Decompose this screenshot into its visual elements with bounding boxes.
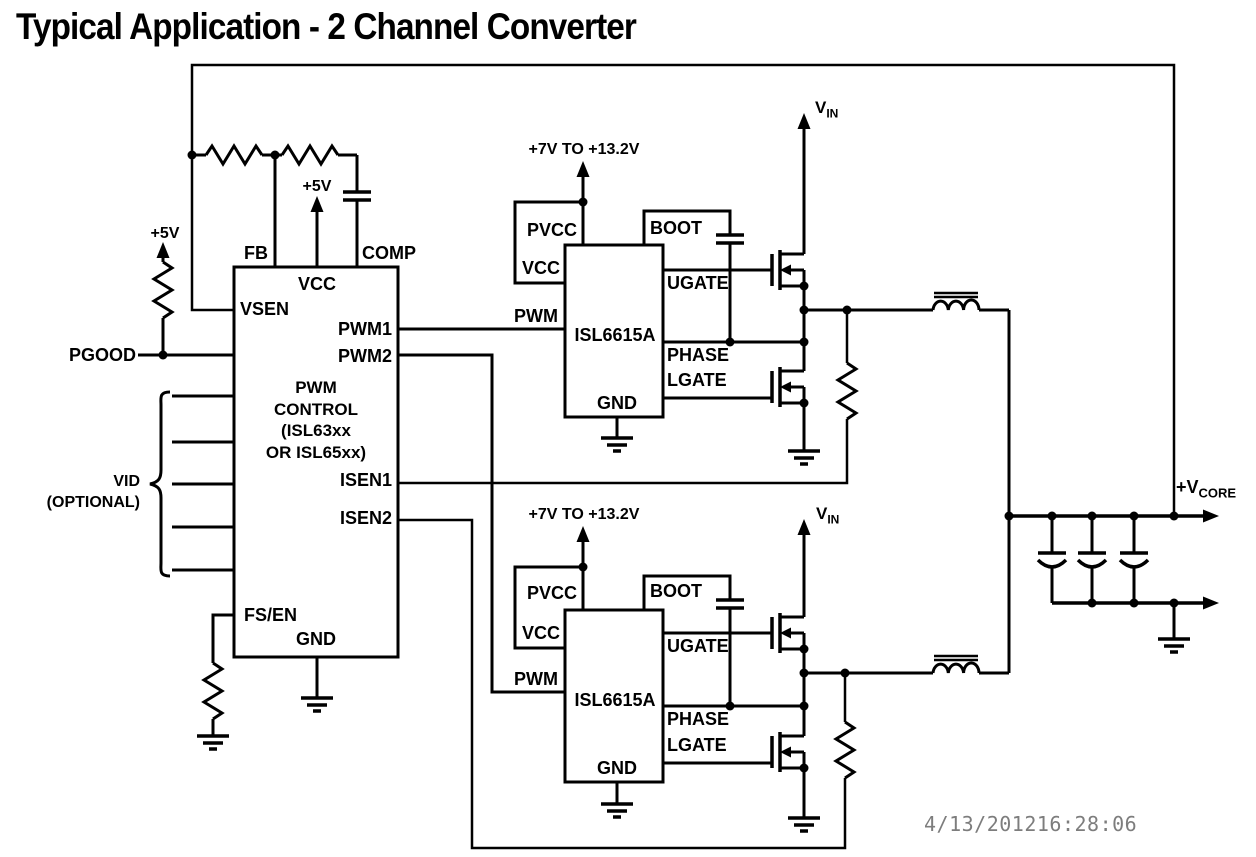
- junction-dots: [158, 150, 1179, 711]
- pin-fsen-label: FS/EN: [244, 605, 298, 625]
- ground-icon: [786, 449, 822, 466]
- inductor-icon: [931, 291, 981, 312]
- resistor-icon: [152, 260, 174, 320]
- resistor-icon: [204, 144, 264, 166]
- arrow-up-icon: [310, 196, 324, 212]
- driver1-block: [563, 243, 665, 419]
- pin-pwm2-label: PWM2: [338, 346, 392, 366]
- channel1-power-stage: [770, 113, 1009, 466]
- mosfet-icon: [770, 365, 811, 410]
- vcore-label: +VCORE: [1176, 477, 1237, 501]
- driver1-gnd-label: GND: [597, 393, 637, 413]
- boot-capacitor-icon: [716, 233, 744, 245]
- output-capacitor-icon: [1076, 514, 1108, 605]
- vin1-label: VIN: [815, 98, 839, 121]
- driver1-vcc-label: VCC: [521, 258, 560, 278]
- vcc-supply-arrow: [310, 196, 324, 267]
- pwm-routing: [398, 327, 565, 694]
- inductor-icon: [931, 654, 981, 675]
- driver2-block: [563, 608, 665, 784]
- resistor-icon: [834, 720, 856, 780]
- output-capacitor-icon: [1118, 514, 1150, 605]
- driver2-name: ISL6615A: [574, 690, 656, 710]
- driver2-lgate-label: LGATE: [667, 735, 727, 755]
- driver2-gnd-label: GND: [597, 758, 637, 778]
- pin-gnd-label: GND: [296, 629, 336, 649]
- controller-name: PWM CONTROL (ISL63xx OR ISL65xx): [265, 378, 367, 462]
- ground-icon: [786, 816, 822, 833]
- output-capacitor-icon: [1036, 514, 1068, 605]
- pin-pwm1-label: PWM1: [338, 319, 392, 339]
- page-title: Typical Application - 2 Channel Converte…: [16, 6, 637, 47]
- driver2-pvcc-label: PVCC: [526, 583, 577, 603]
- vid-label: VID: [113, 473, 140, 490]
- pin-isen1-label: ISEN1: [339, 470, 392, 490]
- pgood-pullup: [138, 242, 234, 357]
- fsen-network: [195, 613, 335, 751]
- driver1-phase-label: PHASE: [667, 345, 730, 365]
- vin-arrow-icon: [797, 113, 811, 129]
- mosfet-icon: [770, 248, 811, 293]
- arrow-up-icon: [576, 161, 590, 177]
- driver2-supply-label: +7V TO +13.2V: [528, 506, 640, 523]
- driver1-name: ISL6615A: [574, 325, 656, 345]
- capacitor-icon: [343, 190, 371, 202]
- driver1-lgate-label: LGATE: [667, 370, 727, 390]
- arrow-right-icon: [1203, 596, 1219, 610]
- pin-fb-label: FB: [244, 243, 268, 263]
- ground-icon: [1156, 637, 1192, 654]
- ground-icon: [599, 802, 635, 819]
- driver2-phase-label: PHASE: [667, 709, 730, 729]
- pullup-5v-label: +5V: [150, 225, 180, 242]
- mosfet-icon: [770, 611, 811, 656]
- arrow-up-icon: [156, 242, 170, 258]
- isen-routing: [398, 310, 858, 850]
- channel2-power-stage: [770, 519, 1009, 833]
- vid-brace: [149, 390, 171, 578]
- driver2-pwm-label: PWM: [514, 669, 558, 689]
- driver1-pvcc-label: PVCC: [526, 220, 577, 240]
- driver1: [513, 161, 804, 453]
- boot-capacitor-icon: [716, 598, 744, 610]
- resistor-icon: [202, 661, 224, 721]
- resistor-icon: [836, 361, 858, 421]
- mosfet-icon: [770, 730, 811, 775]
- ground-icon: [195, 734, 231, 751]
- driver1-pwm-label: PWM: [514, 306, 558, 326]
- vcc-5v-label: +5V: [302, 178, 332, 195]
- driver2-boot-label: BOOT: [650, 581, 702, 601]
- feedback-loop-wires: [190, 63, 1176, 516]
- pgood-label: PGOOD: [68, 345, 136, 365]
- vin2-label: VIN: [816, 504, 840, 527]
- ground-icon: [299, 696, 335, 713]
- pin-comp-label: COMP: [362, 243, 416, 263]
- pin-vcc-label: VCC: [298, 274, 337, 294]
- arrow-up-icon: [576, 526, 590, 542]
- driver2: [513, 526, 804, 819]
- vid-optional-label: (OPTIONAL): [46, 494, 140, 511]
- ground-icon: [599, 436, 635, 453]
- timestamp: 4/13/201216:28:06: [924, 812, 1138, 836]
- resistor-icon: [280, 144, 340, 166]
- driver2-ugate-label: UGATE: [667, 636, 729, 656]
- compensation-network: [192, 144, 371, 267]
- driver1-supply-label: +7V TO +13.2V: [528, 141, 640, 158]
- driver1-ugate-label: UGATE: [667, 273, 729, 293]
- pin-isen2-label: ISEN2: [339, 508, 392, 528]
- pin-vsen-label: VSEN: [240, 299, 290, 319]
- driver1-boot-label: BOOT: [650, 218, 702, 238]
- vid-inputs: [149, 390, 234, 578]
- vin-arrow-icon: [797, 519, 811, 535]
- driver2-vcc-label: VCC: [521, 623, 560, 643]
- arrow-right-icon: [1203, 509, 1219, 523]
